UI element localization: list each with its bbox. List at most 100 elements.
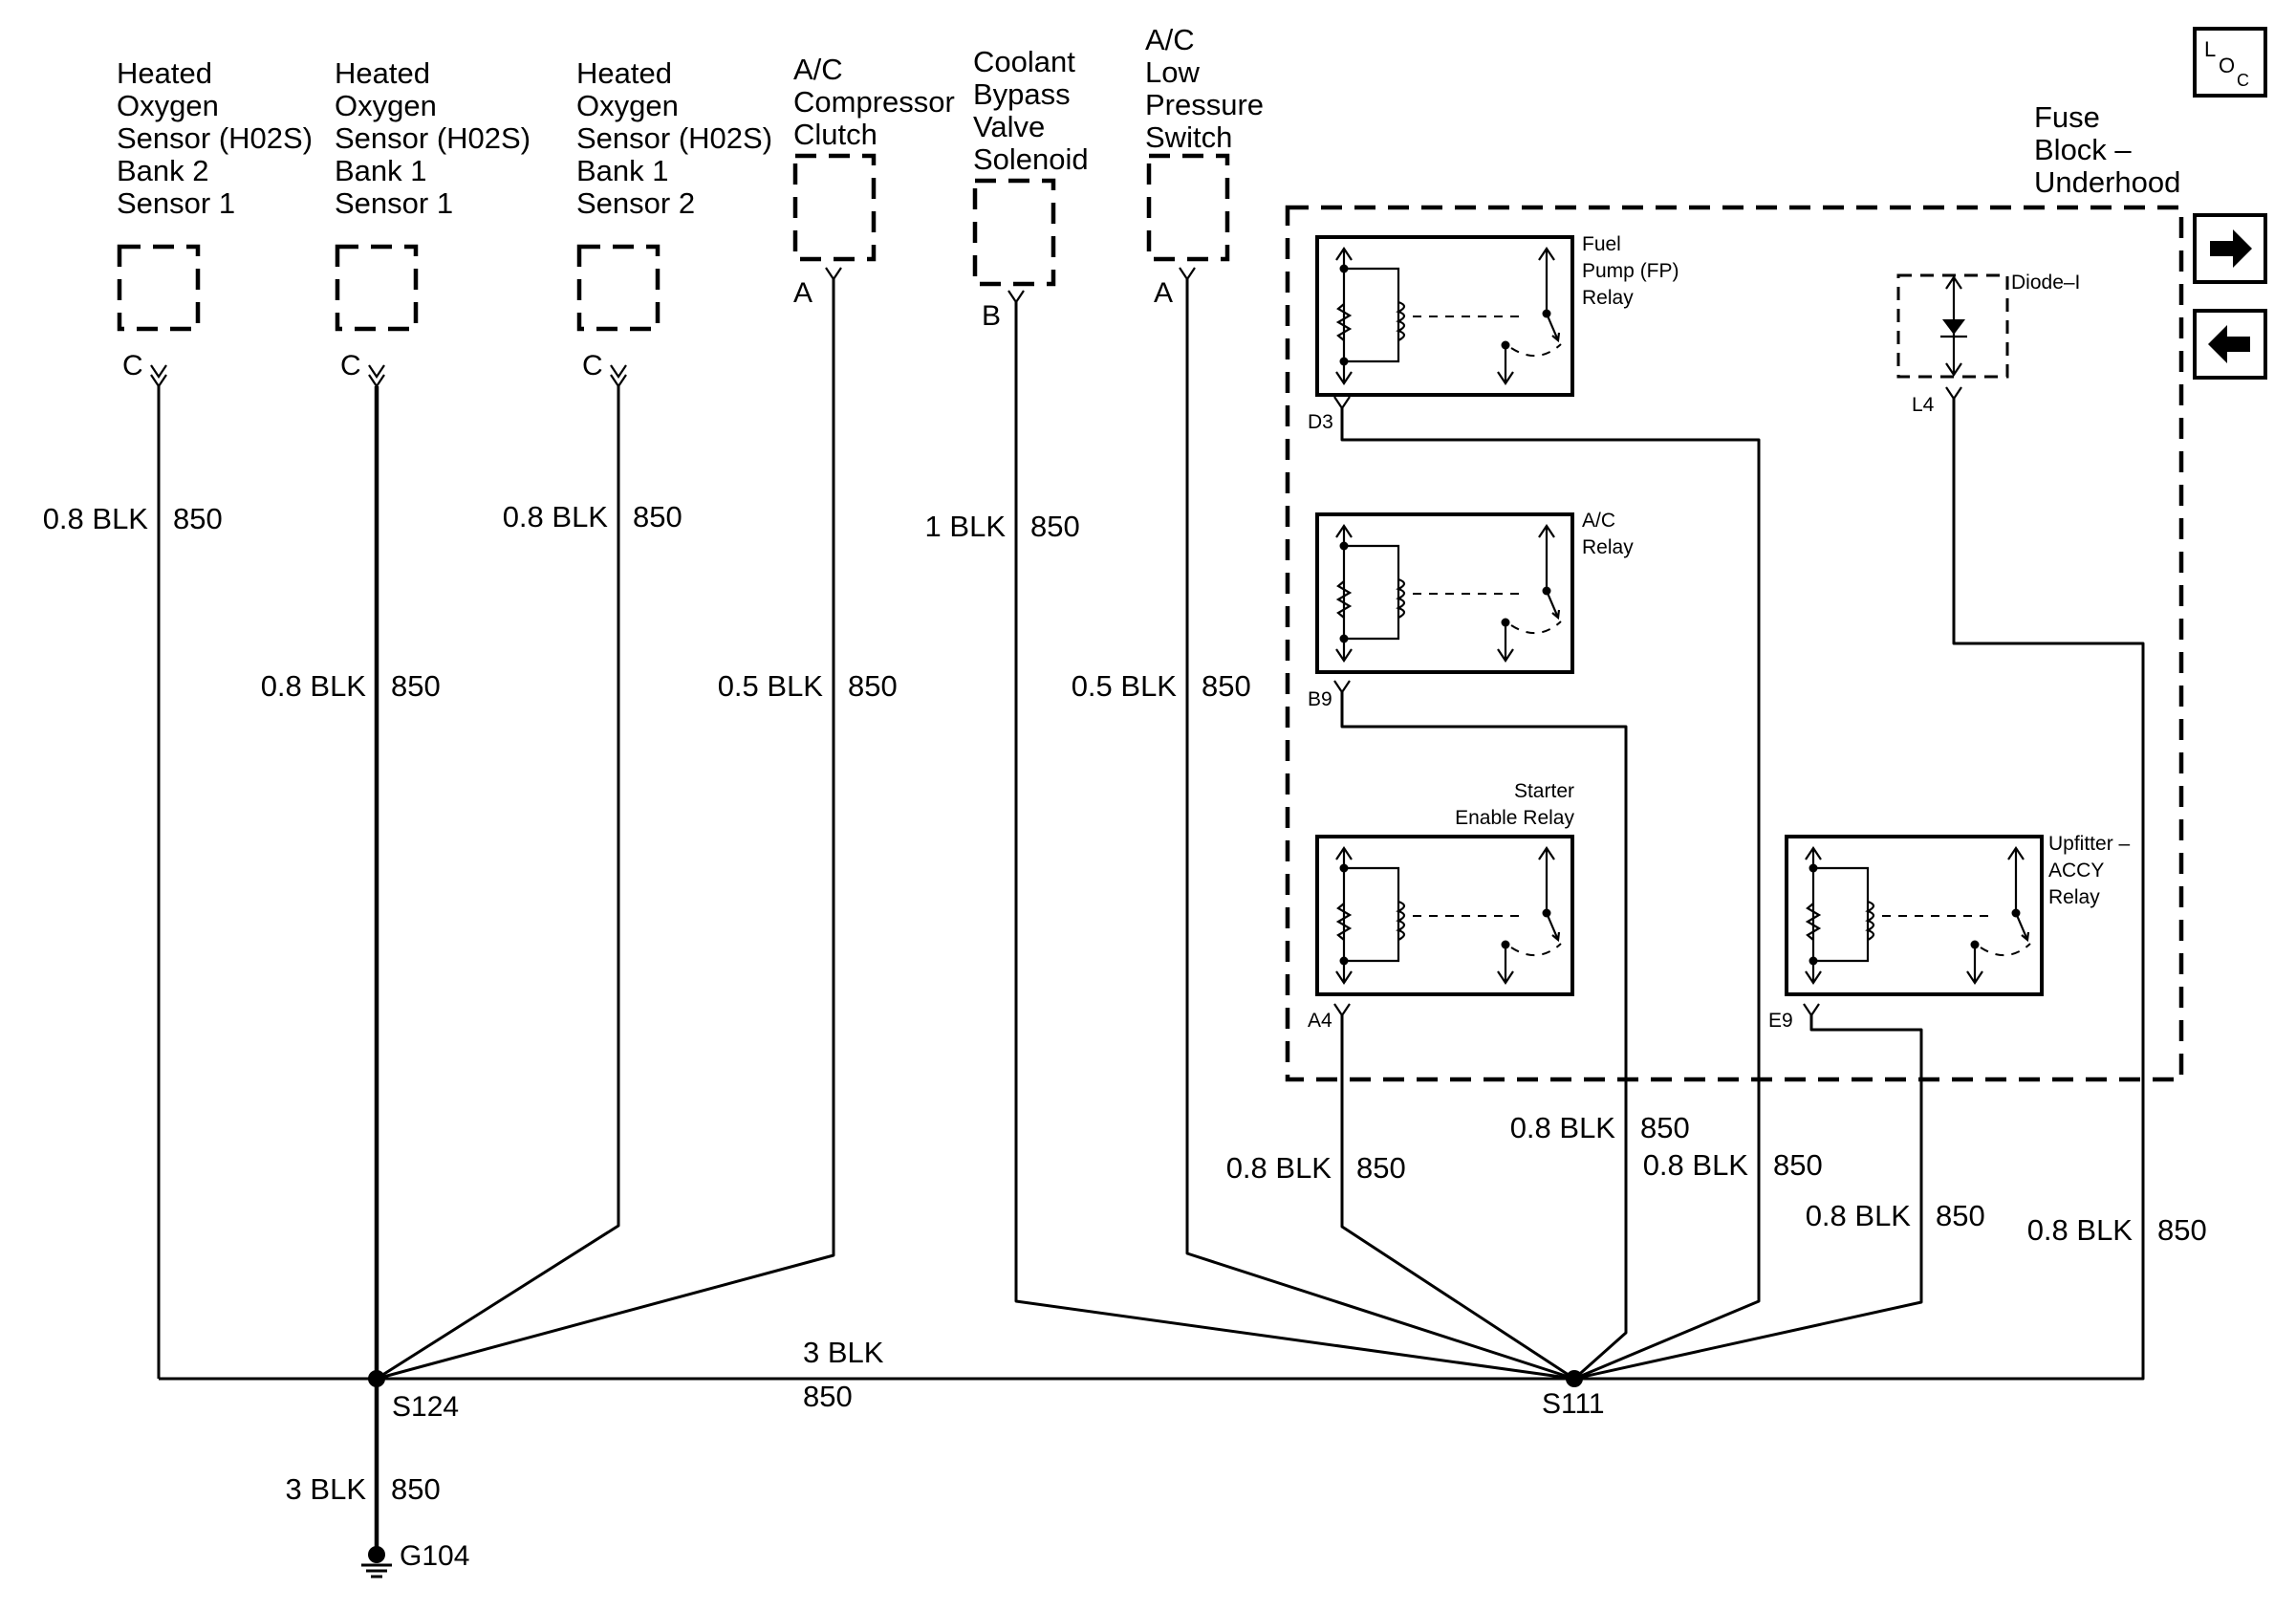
ground-label: G104 xyxy=(400,1540,469,1572)
wire-ac-switch xyxy=(1185,279,1575,1381)
component-label-line: Switch xyxy=(1145,120,1232,154)
component-label-line: Oxygen xyxy=(576,89,679,122)
loc-letter: O xyxy=(2219,54,2235,77)
wire-circuit-label: 850 xyxy=(1030,510,1080,543)
wire-size-label: 3 BLK xyxy=(286,1472,367,1506)
wire-starter-relay xyxy=(1340,1015,1575,1381)
wire-diode xyxy=(1574,399,2145,1381)
relay-label-line: A/C xyxy=(1582,510,1615,532)
pin-label: E9 xyxy=(1768,1010,1793,1032)
upfitter-accy-relay-symbol xyxy=(1785,835,2044,996)
label-fuse-block-underhood: Fuse Block – Underhood xyxy=(2034,100,2180,199)
diode-i-symbol xyxy=(1896,273,2009,379)
wire-circuit-label: 850 xyxy=(1640,1111,1690,1144)
label-heated-oxygen-sensor-bank1-sensor1: Heated Oxygen Sensor (H02S) Bank 1 Senso… xyxy=(335,56,531,220)
sensor-b2s1-box xyxy=(117,244,201,332)
relay-label-line: Pump (FP) xyxy=(1582,260,1679,282)
label-heated-oxygen-sensor-bank1-sensor2: Heated Oxygen Sensor (H02S) Bank 1 Senso… xyxy=(576,56,772,220)
wire-upfitter-relay xyxy=(1573,1015,1923,1381)
pin-label: L4 xyxy=(1912,394,1935,416)
wire-size-label: 0.8 BLK xyxy=(1226,1151,1332,1185)
connector-chevron xyxy=(1179,267,1196,281)
ac-clutch-box xyxy=(792,153,877,262)
component-label-line: Bank 2 xyxy=(117,154,209,187)
wire-circuit-label: 850 xyxy=(633,500,682,533)
wire-circuit-label: 850 xyxy=(1356,1151,1406,1185)
relay-label-line: Fuel xyxy=(1582,233,1621,255)
fuel-pump-relay-label: Fuel Pump (FP) Relay xyxy=(1582,233,1679,309)
wire-size-label: 0.8 BLK xyxy=(503,500,609,533)
relay-label-line: Relay xyxy=(1582,287,1634,309)
component-label-line: Underhood xyxy=(2034,165,2180,199)
wire-ac-relay xyxy=(1340,692,1628,1381)
wire-size-label: 0.8 BLK xyxy=(43,502,149,535)
fuel-pump-relay-symbol xyxy=(1315,235,1574,397)
component-label-line: Bank 1 xyxy=(576,154,669,187)
component-label-line: Oxygen xyxy=(335,89,437,122)
wire-fuel-pump-relay xyxy=(1340,408,1761,1381)
arrow-left-icon[interactable] xyxy=(2193,309,2267,380)
wire-circuit-label: 850 xyxy=(391,1472,441,1506)
ac-relay-symbol xyxy=(1315,512,1574,674)
connector-chevron xyxy=(1333,396,1351,410)
connector-chevron xyxy=(1803,1003,1820,1017)
connector-chevron xyxy=(825,267,842,281)
component-label-line: Low xyxy=(1145,55,1200,89)
wire-coolant-valve xyxy=(1014,302,1575,1381)
coolant-valve-box xyxy=(972,178,1056,287)
splice-label: S111 xyxy=(1542,1388,1605,1420)
loc-letter: C xyxy=(2237,71,2249,90)
splice-s111-dot xyxy=(1566,1370,1583,1387)
splice-label: S124 xyxy=(392,1391,459,1423)
wire-circuit-label: 850 xyxy=(1202,669,1251,703)
component-label-line: Heated xyxy=(335,56,430,90)
loc-letter: L xyxy=(2204,37,2216,61)
component-label-line: Sensor 2 xyxy=(576,186,695,220)
connector-chevron xyxy=(1333,680,1351,694)
pin-label: B9 xyxy=(1308,688,1332,710)
component-label-line: Solenoid xyxy=(973,142,1089,176)
pin-label: A4 xyxy=(1308,1010,1332,1032)
relay-label-line: Enable Relay xyxy=(1455,807,1574,829)
component-label-line: Sensor (H02S) xyxy=(335,121,531,155)
wire-size-label: 0.8 BLK xyxy=(2027,1213,2134,1247)
arrow-right-icon[interactable] xyxy=(2193,213,2267,284)
component-label-line: Compressor xyxy=(793,85,955,119)
starter-enable-relay-symbol xyxy=(1315,835,1574,996)
label-ac-compressor-clutch: A/C Compressor Clutch xyxy=(793,53,955,151)
wire-circuit-label: 850 xyxy=(1936,1199,1985,1232)
component-label-line: Sensor (H02S) xyxy=(117,121,313,155)
wire-size-label: 0.8 BLK xyxy=(1643,1148,1749,1182)
diode-label: Diode–I xyxy=(2011,272,2080,294)
pin-label: A xyxy=(1154,277,1173,309)
wire-circuit-label: 850 xyxy=(803,1380,853,1413)
relay-label-line: Relay xyxy=(2048,886,2100,908)
pin-label: C xyxy=(122,350,143,381)
label-coolant-bypass-valve-solenoid: Coolant Bypass Valve Solenoid xyxy=(973,45,1089,176)
sensor-b1s1-box xyxy=(335,244,419,332)
loc-icon[interactable]: L O C xyxy=(2193,27,2267,98)
pin-label: B xyxy=(982,300,1001,332)
relay-label-line: Starter xyxy=(1514,780,1574,802)
fuse-block-underhood-box xyxy=(1285,205,2184,1082)
component-label-line: Fuse xyxy=(2034,100,2100,134)
wire-size-label: 1 BLK xyxy=(925,510,1007,543)
wire-size-label: 0.5 BLK xyxy=(718,669,824,703)
ground-g104-symbol xyxy=(361,1546,392,1578)
wire-size-label: 0.8 BLK xyxy=(1510,1111,1616,1144)
component-label-line: Sensor 1 xyxy=(117,186,235,220)
component-label-line: Block – xyxy=(2034,133,2132,166)
relay-label-line: ACCY xyxy=(2048,860,2104,882)
wire-size-label: 3 BLK xyxy=(803,1336,884,1369)
pin-label: A xyxy=(793,277,812,309)
label-ac-low-pressure-switch: A/C Low Pressure Switch xyxy=(1145,23,1264,154)
component-label-line: Heated xyxy=(117,56,212,90)
wire-size-label: 0.5 BLK xyxy=(1072,669,1178,703)
connector-double-chevron xyxy=(150,364,167,388)
component-label-line: A/C xyxy=(793,53,843,86)
component-label-line: A/C xyxy=(1145,23,1195,56)
wire-circuit-label: 850 xyxy=(2157,1213,2207,1247)
connector-chevron xyxy=(1007,290,1025,304)
component-label-line: Bypass xyxy=(973,77,1071,111)
